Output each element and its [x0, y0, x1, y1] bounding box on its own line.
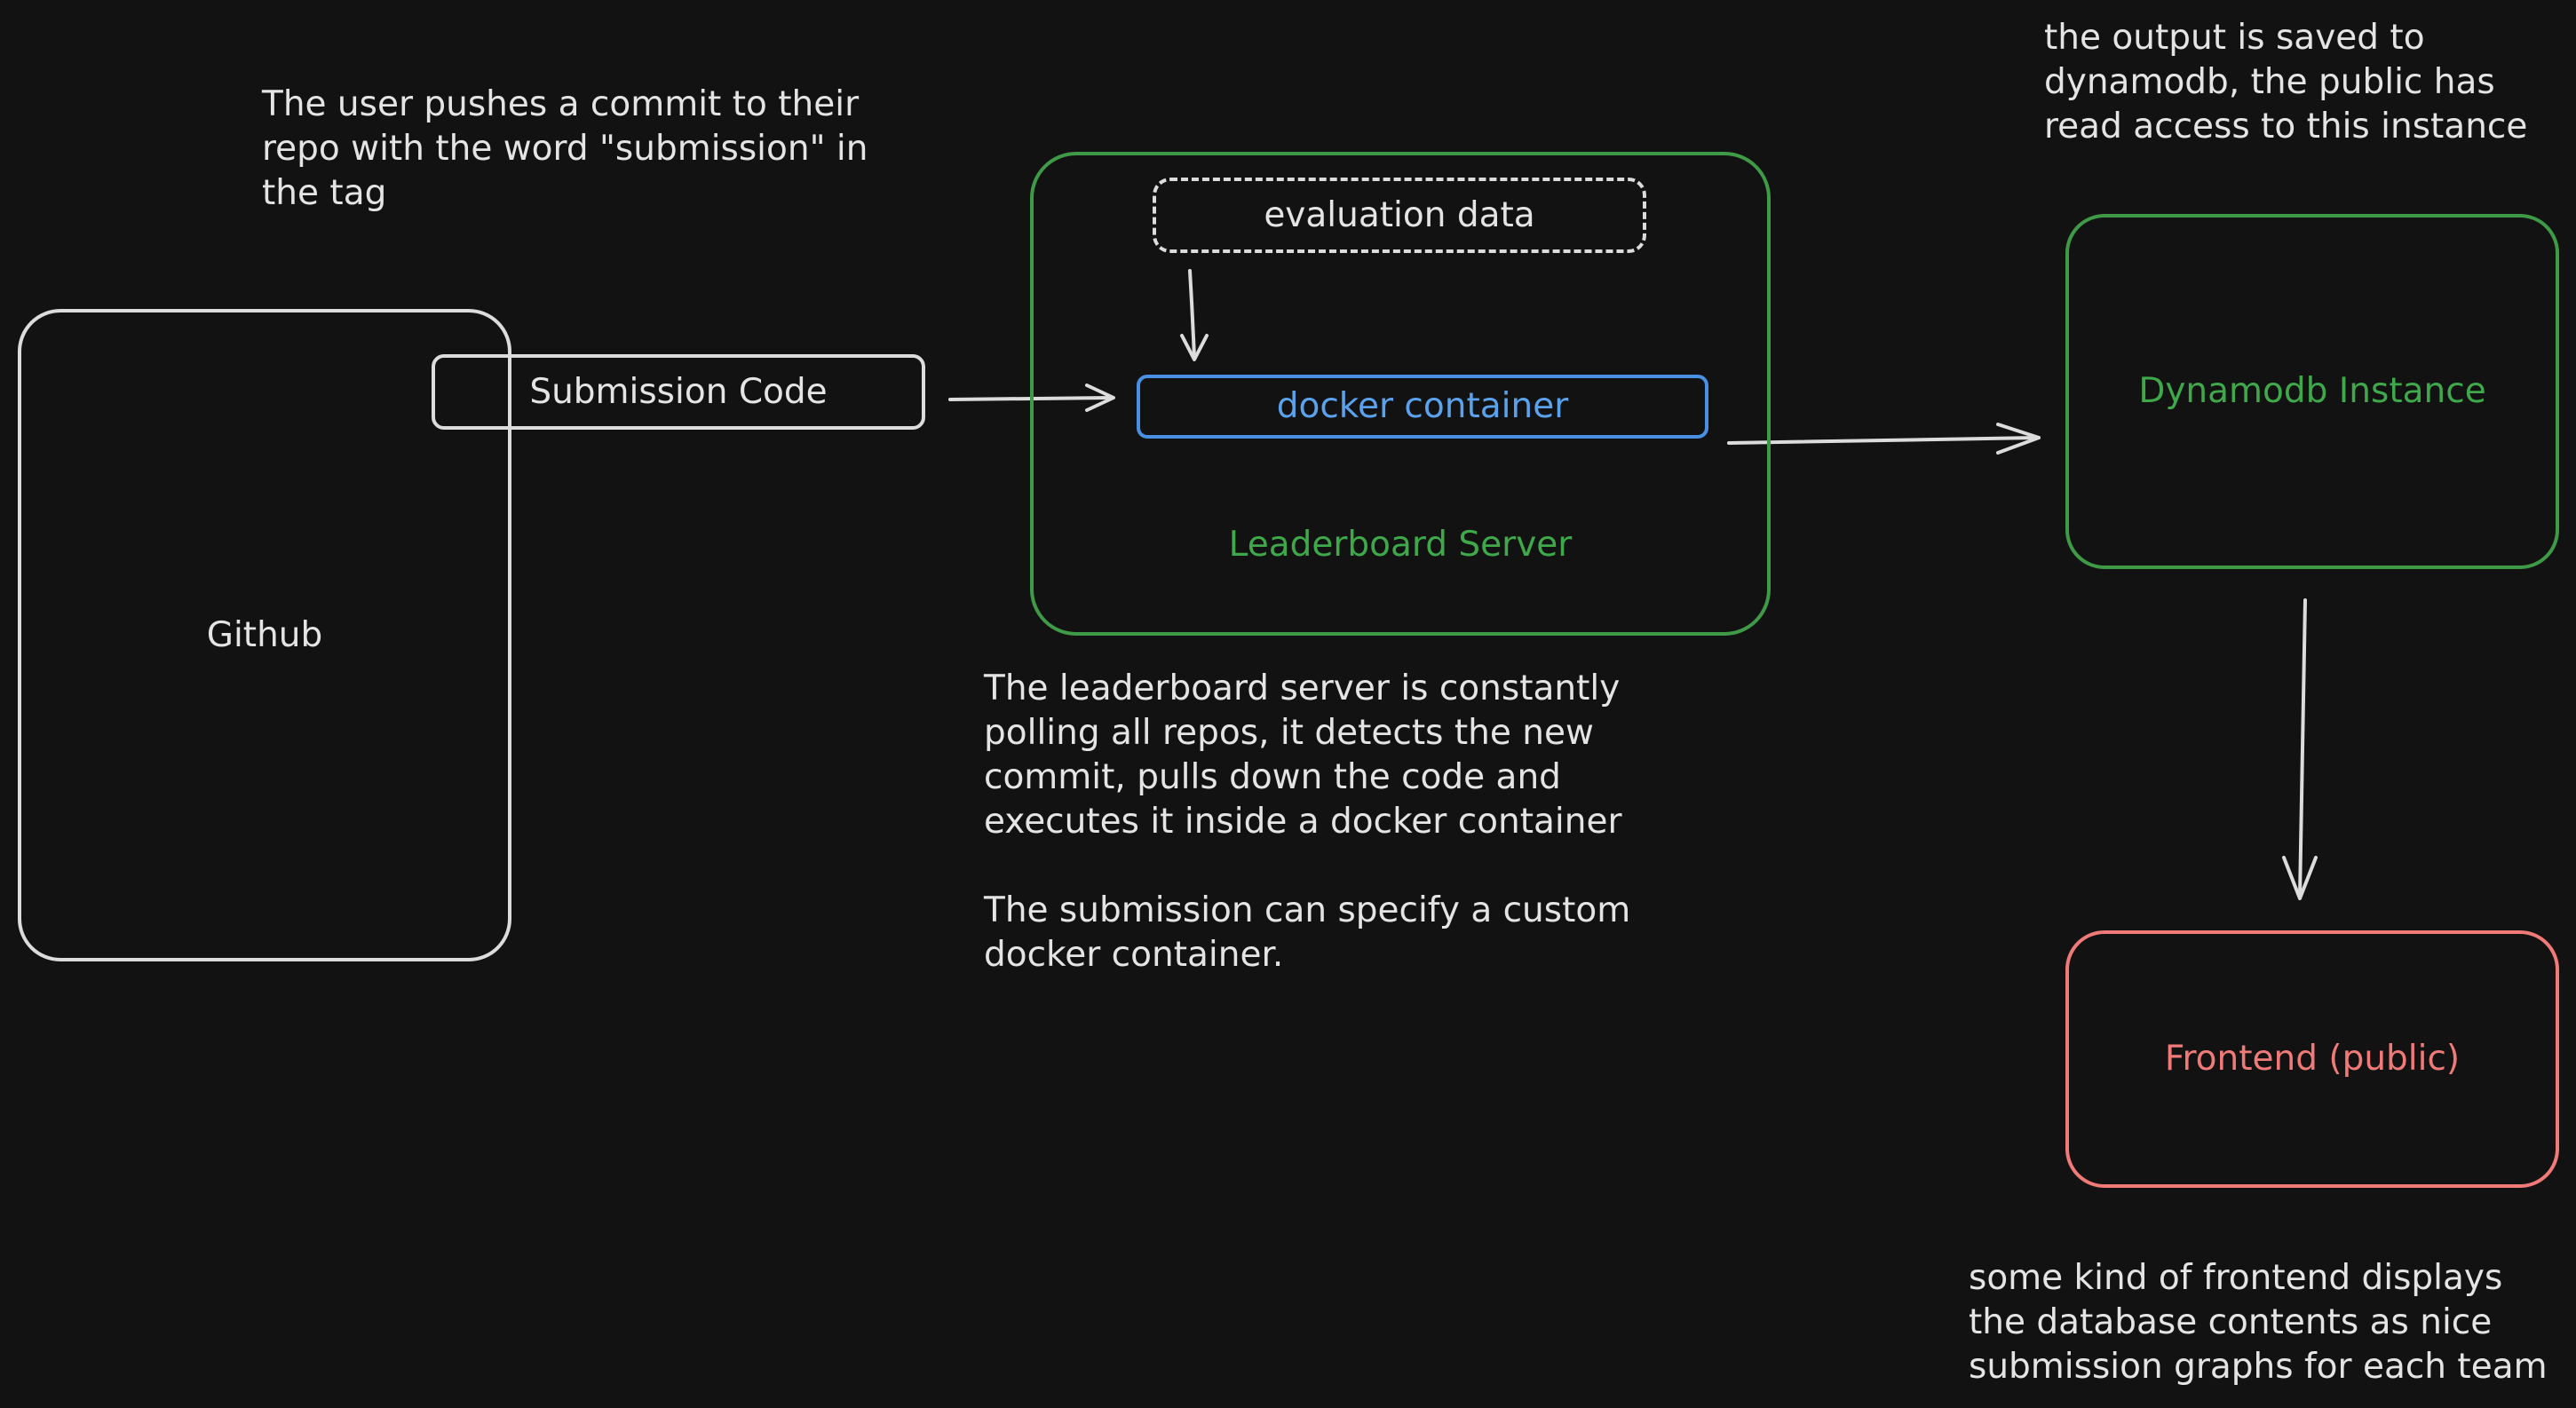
evaluation-data-node: evaluation data: [1153, 178, 1646, 253]
arrow-docker-to-dynamodb: [1727, 423, 2041, 455]
dynamodb-output-annotation: the output is saved to dynamodb, the pub…: [2044, 18, 2528, 146]
frontend-node: Frontend (public): [2065, 930, 2559, 1188]
dynamodb-instance-label: Dynamodb Instance: [2138, 371, 2486, 411]
evaluation-data-label: evaluation data: [1264, 194, 1535, 235]
user-push-annotation: The user pushes a commit to their repo w…: [262, 84, 868, 213]
docker-container-node: docker container: [1137, 375, 1708, 439]
server-polling-annotation: The leaderboard server is constantly pol…: [984, 668, 1631, 975]
arrow-dynamodb-to-frontend: [2282, 598, 2318, 900]
leaderboard-server-node: Leaderboard Server: [1030, 152, 1771, 636]
docker-container-label: docker container: [1276, 386, 1569, 426]
github-label: Github: [206, 614, 323, 655]
submission-code-label: Submission Code: [529, 371, 828, 412]
github-node: Github: [18, 309, 511, 961]
frontend-display-annotation: some kind of frontend displays the datab…: [1969, 1258, 2548, 1387]
submission-code-node: Submission Code: [432, 354, 925, 430]
dynamodb-instance-node: Dynamodb Instance: [2065, 214, 2559, 569]
arrow-evaluation-data-to-docker: [1180, 269, 1209, 361]
frontend-label: Frontend (public): [2164, 1039, 2461, 1079]
leaderboard-server-label: Leaderboard Server: [1228, 525, 1573, 565]
